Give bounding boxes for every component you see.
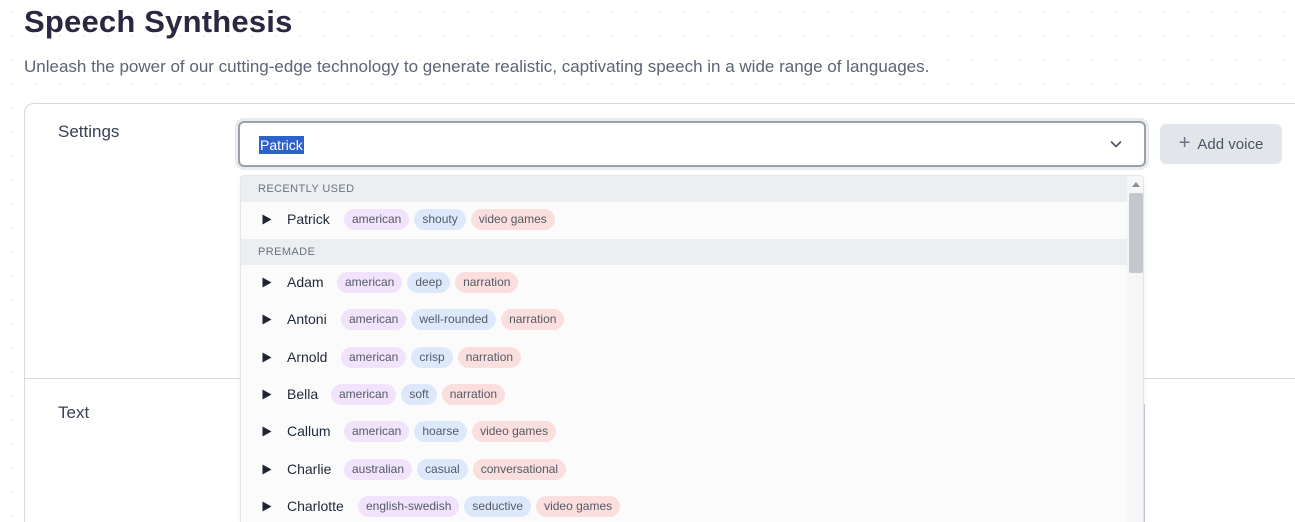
tag-use: video games [470,209,555,230]
tag-accent: american [331,383,397,405]
plus-icon: + [1178,132,1191,154]
tag-use: narration [457,346,522,368]
voice-name: Callum [287,423,331,440]
tag-accent: american [341,346,407,368]
tag-use: narration [501,309,565,331]
voice-name: Arnold [287,348,328,365]
tag-accent: american [337,272,403,293]
tag-trait: seductive [464,495,532,517]
settings-label: Settings [58,122,120,141]
tag-accent: american [344,421,410,443]
tag-trait: casual [417,458,468,480]
play-icon[interactable] [262,389,272,400]
scroll-up-arrow-icon[interactable] [1132,182,1140,187]
tag-accent: american [344,209,410,230]
voice-select[interactable]: Patrick [238,121,1146,167]
scrollbar-thumb[interactable] [1129,193,1143,273]
play-icon[interactable] [262,426,272,437]
tag-use: narration [441,383,506,405]
group-header-recently-used: RECENTLY USED [241,176,1127,202]
dropdown-scrollbar[interactable] [1127,176,1143,522]
text-input-area[interactable] [1143,404,1145,522]
tag-accent: english-swedish [358,495,460,517]
voice-name: Antoni [287,311,327,328]
play-icon[interactable] [262,214,272,225]
add-voice-button[interactable]: + Add voice [1160,124,1282,164]
tag-use: video games [536,495,621,517]
tag-trait: hoarse [414,421,468,443]
tag-trait: soft [401,383,437,405]
voice-name: Adam [287,274,324,290]
page-subtitle: Unleash the power of our cutting-edge te… [24,57,930,76]
voice-name: Charlie [287,460,332,477]
text-label: Text [58,403,90,422]
group-header-premade: PREMADE [241,239,1127,265]
add-voice-label: Add voice [1197,135,1264,153]
tag-accent: american [341,309,407,331]
tag-use: narration [455,272,519,293]
tag-trait: crisp [411,346,453,368]
play-icon[interactable] [262,277,272,288]
voice-name: Bella [287,385,319,402]
page-title: Speech Synthesis [24,4,293,39]
tag-use: conversational [472,458,567,480]
play-icon[interactable] [262,314,272,325]
voice-name: Charlotte [287,497,344,514]
tag-trait: shouty [414,209,466,230]
chevron-down-icon[interactable] [1108,136,1124,152]
play-icon[interactable] [262,352,272,363]
voice-name: Patrick [287,211,330,227]
tag-accent: australian [344,458,413,480]
tag-trait: well-rounded [411,309,497,331]
tag-trait: deep [407,272,451,293]
tag-use: video games [472,421,557,443]
play-icon[interactable] [262,501,272,512]
voice-select-input[interactable]: Patrick [259,136,304,154]
play-icon[interactable] [262,464,272,475]
